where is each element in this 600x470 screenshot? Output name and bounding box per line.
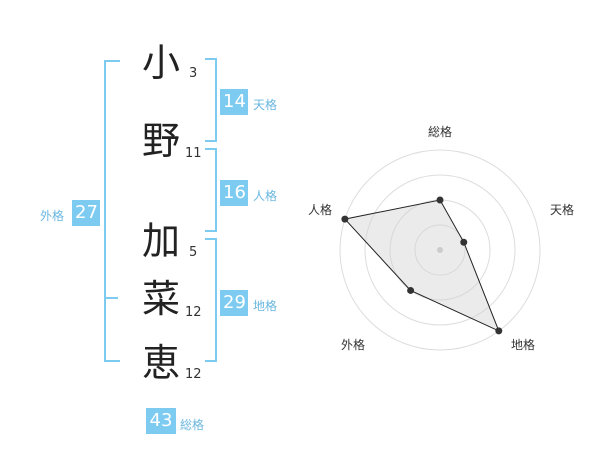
gaikaku-label: 外格 — [40, 209, 65, 223]
name-char-2: 野 — [142, 119, 181, 163]
jinkaku-bracket — [205, 148, 217, 232]
radar-center-dot — [437, 247, 443, 253]
radar-rings — [339, 149, 541, 351]
radar-axis-label-tenkaku: 天格 — [550, 203, 575, 217]
stroke-count-3: 5 — [189, 245, 198, 260]
radar-axis-label-jinkaku: 人格 — [308, 203, 333, 217]
radar-axis-label-gaikaku: 外格 — [341, 338, 366, 352]
radar-point-2 — [460, 238, 468, 246]
gaikaku-bracket — [104, 60, 120, 362]
radar-points — [341, 196, 503, 335]
soukaku-label: 総格 — [180, 418, 205, 432]
name-char-4: 菜 — [142, 277, 181, 321]
radar-axis-label-chikaku: 地格 — [511, 338, 536, 352]
radar-axis-label-soukaku: 総格 — [428, 125, 453, 139]
radar-point-5 — [341, 215, 349, 223]
chikaku-value: 29 — [220, 290, 248, 316]
tenkaku-bracket — [205, 58, 217, 142]
soukaku-value: 43 — [146, 408, 176, 434]
radar-ring-3 — [364, 174, 516, 326]
gaikaku-bracket-divider — [104, 297, 118, 299]
radar-ring-1 — [414, 224, 466, 276]
chikaku-label: 地格 — [253, 299, 278, 313]
chikaku-bracket — [205, 238, 217, 362]
radar-point-4 — [407, 286, 415, 294]
name-char-3: 加 — [142, 219, 181, 263]
name-char-5: 恵 — [142, 341, 181, 385]
radar-point-3 — [495, 327, 503, 335]
name-char-1: 小 — [142, 41, 181, 85]
jinkaku-value: 16 — [220, 180, 248, 206]
tenkaku-label: 天格 — [253, 98, 278, 112]
radar-point-1 — [436, 196, 444, 204]
stroke-count-2: 11 — [185, 146, 202, 161]
jinkaku-label: 人格 — [253, 189, 278, 203]
tenkaku-value: 14 — [220, 89, 248, 115]
stroke-count-4: 12 — [185, 305, 202, 320]
radar-ring-4 — [339, 149, 541, 351]
stroke-count-5: 12 — [185, 367, 202, 382]
radar-polygon — [343, 199, 500, 332]
stroke-count-1: 3 — [189, 66, 198, 81]
gaikaku-value: 27 — [72, 200, 100, 226]
